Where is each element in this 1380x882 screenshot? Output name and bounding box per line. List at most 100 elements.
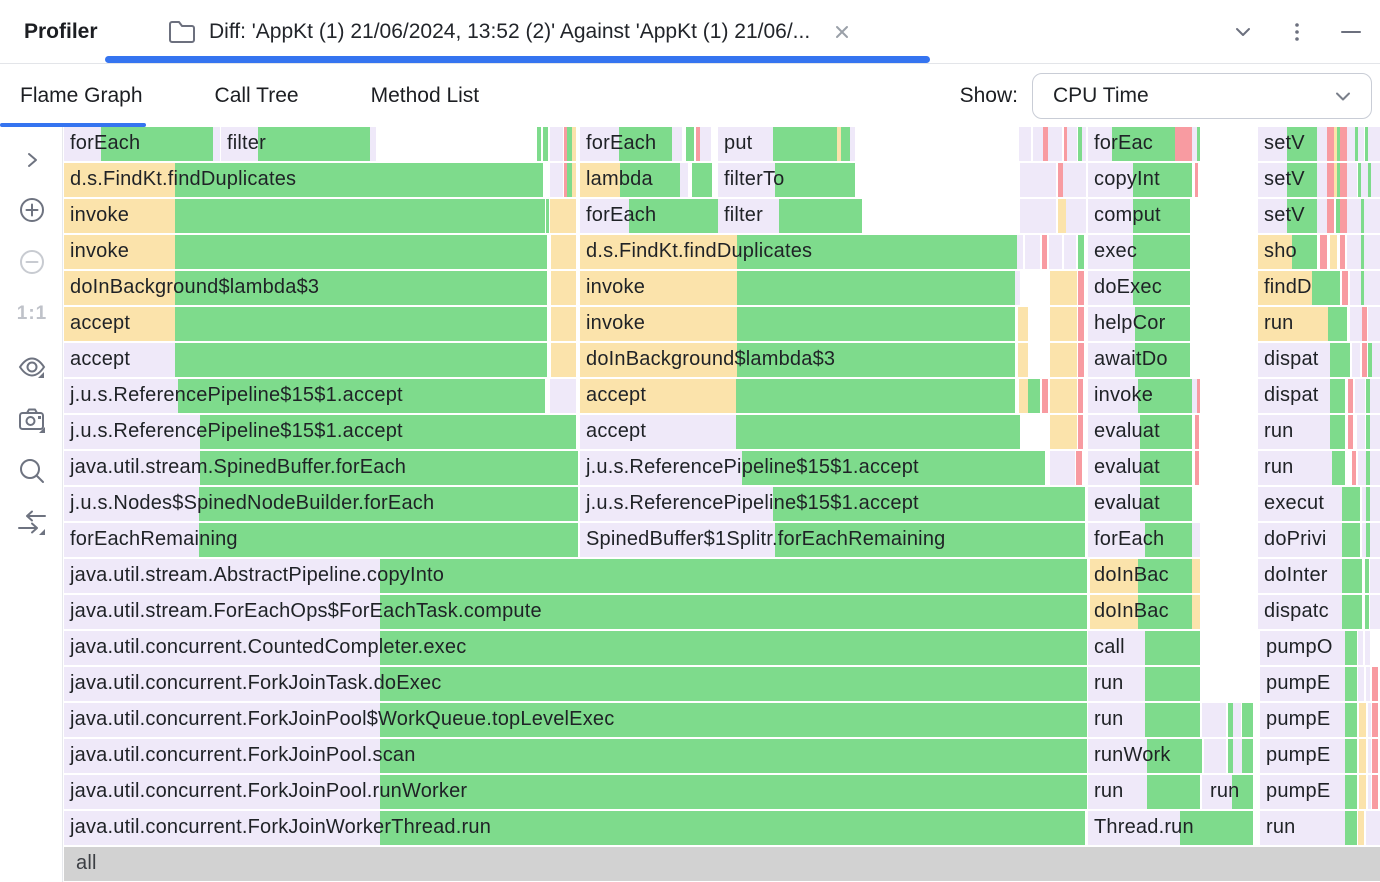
flame-bar[interactable] (1365, 127, 1368, 161)
flame-bar[interactable] (1135, 307, 1190, 341)
flame-bar[interactable] (64, 307, 175, 341)
flame-bar[interactable] (572, 127, 576, 161)
flame-bar[interactable] (1078, 271, 1084, 305)
flame-bar[interactable] (736, 415, 1020, 449)
flame-bar[interactable] (1258, 127, 1287, 161)
flame-bar[interactable] (580, 199, 629, 233)
flame-bar[interactable] (1347, 235, 1361, 269)
flame-bar[interactable] (1362, 343, 1367, 377)
flame-bar[interactable] (1192, 523, 1200, 557)
flame-bar[interactable] (1192, 379, 1197, 413)
flame-bar[interactable] (1018, 343, 1028, 377)
flame-bar[interactable] (1357, 415, 1365, 449)
flame-bar[interactable] (1195, 415, 1199, 449)
flame-bar[interactable] (1078, 127, 1082, 161)
flame-bar[interactable] (1355, 379, 1365, 413)
flame-bar[interactable] (64, 199, 175, 233)
flame-bar[interactable] (1327, 163, 1334, 197)
flame-bar[interactable] (543, 127, 548, 161)
flame-bar[interactable] (1088, 703, 1145, 737)
flame-bar[interactable] (1317, 199, 1327, 233)
flame-bar[interactable] (1258, 199, 1287, 233)
flame-bar[interactable] (1317, 163, 1327, 197)
flame-bar[interactable] (1133, 271, 1190, 305)
flame-bar[interactable] (1345, 775, 1357, 809)
search-button[interactable] (16, 455, 48, 487)
flame-bar[interactable] (1197, 379, 1200, 413)
flame-bar[interactable] (64, 775, 380, 809)
expand-rail-button[interactable] (16, 144, 48, 176)
flame-bar[interactable] (1320, 235, 1327, 269)
flame-bar[interactable] (380, 559, 1087, 593)
flame-bar[interactable] (1370, 379, 1380, 413)
flame-bar[interactable] (775, 163, 855, 197)
flame-bar[interactable] (1258, 379, 1330, 413)
flame-bar[interactable] (1138, 595, 1192, 629)
flame-bar[interactable] (779, 199, 862, 233)
flame-bar[interactable] (551, 307, 576, 341)
flame-bar[interactable] (1042, 235, 1047, 269)
profiler-session-tab[interactable]: Diff: 'AppKt (1) 21/06/2024, 13:52 (2)' … (105, 0, 852, 63)
tab-flame-graph[interactable]: Flame Graph (20, 83, 143, 107)
flame-bar[interactable] (580, 415, 736, 449)
flame-bar[interactable] (1050, 415, 1077, 449)
flame-bar[interactable] (1258, 415, 1330, 449)
flame-bar[interactable] (1090, 595, 1138, 629)
flame-bar[interactable] (736, 379, 1015, 413)
flame-bar[interactable] (1140, 451, 1192, 485)
flame-bar[interactable] (1019, 379, 1028, 413)
flame-bar[interactable] (1358, 667, 1364, 701)
flame-bar[interactable] (841, 127, 850, 161)
flame-bar[interactable] (1337, 163, 1340, 197)
flame-bar[interactable] (1370, 559, 1380, 593)
flame-bar[interactable] (1358, 163, 1361, 197)
flame-bar[interactable] (580, 271, 737, 305)
tab-call-tree[interactable]: Call Tree (214, 83, 299, 107)
flame-bar[interactable] (1342, 559, 1362, 593)
flame-bar[interactable] (1015, 271, 1020, 305)
flame-bar[interactable] (1050, 379, 1077, 413)
flame-bar[interactable] (1050, 271, 1077, 305)
flame-bar[interactable] (1050, 451, 1075, 485)
flame-bar[interactable] (1358, 451, 1366, 485)
flame-bar[interactable] (1340, 235, 1345, 269)
flame-bar[interactable] (1088, 379, 1138, 413)
flame-bar[interactable] (1348, 379, 1353, 413)
flame-bar[interactable] (1258, 451, 1332, 485)
flame-bar-all[interactable] (64, 847, 1380, 881)
flame-bar[interactable] (1078, 235, 1084, 269)
flame-bar[interactable] (1345, 703, 1357, 737)
flame-bar[interactable] (580, 451, 742, 485)
flame-bar[interactable] (1088, 451, 1140, 485)
flame-bar[interactable] (1192, 127, 1197, 161)
flame-bar[interactable] (1258, 271, 1312, 305)
flame-bar[interactable] (572, 163, 576, 197)
flame-bar[interactable] (1204, 739, 1226, 773)
flame-bar[interactable] (1020, 199, 1056, 233)
flame-bar[interactable] (1140, 487, 1192, 521)
flame-bar[interactable] (1340, 199, 1347, 233)
zoom-in-button[interactable] (16, 194, 48, 226)
flame-bar[interactable] (1145, 667, 1200, 701)
flame-bar[interactable] (672, 127, 682, 161)
flame-bar[interactable] (1312, 271, 1340, 305)
flame-bar[interactable] (580, 487, 773, 521)
flame-bar[interactable] (1088, 487, 1140, 521)
flame-bar[interactable] (1088, 739, 1147, 773)
flame-bar[interactable] (64, 667, 380, 701)
flame-bar[interactable] (1364, 271, 1380, 305)
flame-bar[interactable] (1025, 235, 1040, 269)
flame-bar[interactable] (1202, 703, 1226, 737)
flame-bar[interactable] (550, 379, 576, 413)
flame-bar[interactable] (1258, 559, 1342, 593)
flame-bar[interactable] (1145, 631, 1200, 665)
flame-bar[interactable] (1078, 343, 1084, 377)
flame-bar[interactable] (1330, 235, 1337, 269)
flame-bar[interactable] (1327, 199, 1334, 233)
flame-bar[interactable] (1258, 523, 1342, 557)
flame-bar[interactable] (1345, 631, 1357, 665)
flame-bar[interactable] (64, 451, 200, 485)
flame-bar[interactable] (1350, 307, 1362, 341)
flame-bar[interactable] (380, 667, 1087, 701)
